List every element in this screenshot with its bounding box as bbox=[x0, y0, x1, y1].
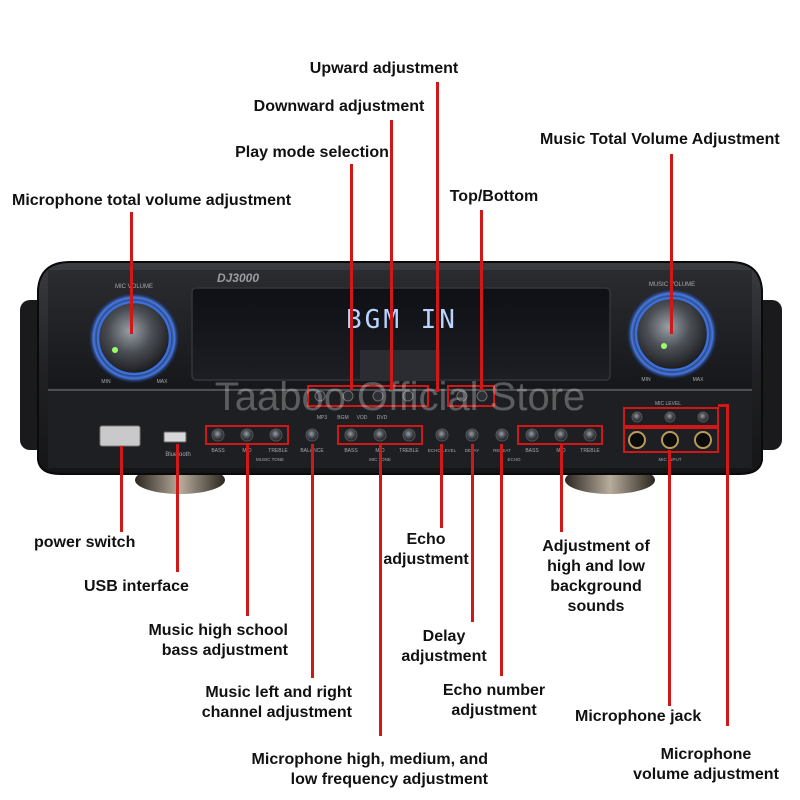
mic-bass-panel-label: BASS bbox=[344, 448, 358, 454]
callout-mic-total-volume: Microphone total volume adjustment bbox=[12, 192, 292, 209]
model-label: DJ3000 bbox=[217, 271, 259, 285]
mic-jack-1[interactable] bbox=[628, 431, 646, 449]
music-mid-knob[interactable] bbox=[240, 428, 254, 442]
callout-line-mic-volume bbox=[726, 404, 729, 726]
callout-line-top-bottom bbox=[480, 210, 483, 390]
mode-button-highlight bbox=[307, 385, 429, 407]
music-bass-panel-label: BASS bbox=[211, 448, 225, 454]
callout-top-bottom: Top/Bottom bbox=[449, 188, 539, 205]
mic-level-panel-label: MIC LEVEL bbox=[655, 401, 681, 407]
mic-jack-3[interactable] bbox=[694, 431, 712, 449]
mic-treble-knob[interactable] bbox=[402, 428, 416, 442]
echo-bass-panel-label: BASS bbox=[525, 448, 539, 454]
mic-level-knob-3[interactable] bbox=[697, 411, 709, 423]
echo-mid-knob[interactable] bbox=[554, 428, 568, 442]
mic-volume-max: MAX bbox=[157, 379, 169, 385]
callout-line-usb bbox=[176, 444, 179, 572]
echo-level-knob[interactable] bbox=[435, 428, 449, 442]
callout-background: Adjustment of high and low background so… bbox=[542, 538, 650, 615]
callout-music-total-volume: Music Total Volume Adjustment bbox=[540, 131, 780, 148]
delay-knob[interactable] bbox=[465, 428, 479, 442]
vod-button[interactable] bbox=[402, 390, 414, 402]
music-treble-knob[interactable] bbox=[269, 428, 283, 442]
mic-volume-min: MIN bbox=[101, 379, 111, 385]
top-bottom-button-2[interactable] bbox=[476, 390, 488, 402]
callout-mic-freq: Microphone high, medium, and low frequen… bbox=[251, 751, 488, 788]
power-switch[interactable] bbox=[99, 425, 141, 447]
usb-port[interactable] bbox=[163, 431, 187, 443]
callout-power-switch: power switch bbox=[34, 534, 136, 551]
callout-line-balance bbox=[311, 444, 314, 678]
music-volume-max: MAX bbox=[693, 377, 705, 383]
mic-level-highlight bbox=[623, 407, 719, 427]
music-volume-min: MIN bbox=[641, 377, 651, 383]
mode-label-bgm: BGM bbox=[337, 415, 348, 421]
mic-volume-panel-label: MIC VOLUME bbox=[115, 284, 153, 290]
vfd-display: BGM IN bbox=[346, 305, 458, 335]
mode-button-row: MP3 BGM VOD DVD bbox=[307, 385, 495, 421]
callout-play-mode: Play mode selection bbox=[235, 144, 389, 161]
mic-jack-2[interactable] bbox=[661, 431, 679, 449]
callout-line-music-total bbox=[670, 154, 673, 334]
callout-line-background bbox=[560, 444, 563, 532]
mic-volume-knob[interactable] bbox=[88, 292, 180, 384]
callout-line-mic-total bbox=[130, 212, 133, 334]
callout-upward: Upward adjustment bbox=[309, 60, 459, 77]
mode-label-dvd: DVD bbox=[377, 415, 388, 421]
callout-line-power bbox=[120, 446, 123, 532]
callout-line-play-mode bbox=[350, 164, 353, 390]
music-treble-panel-label: TREBLE bbox=[268, 448, 288, 454]
repeat-knob[interactable] bbox=[495, 428, 509, 442]
play-mode-button[interactable] bbox=[314, 390, 326, 402]
top-bottom-button-highlight bbox=[447, 385, 495, 407]
callout-echo: Echo adjustment bbox=[383, 531, 469, 568]
music-tone-panel-label: MUSIC TONE bbox=[256, 457, 284, 462]
music-volume-knob[interactable] bbox=[626, 288, 718, 380]
echo-treble-panel-label: TREBLE bbox=[580, 448, 600, 454]
callout-downward: Downward adjustment bbox=[253, 98, 425, 115]
callout-line-downward bbox=[390, 120, 393, 390]
mode-label-mp3: MP3 bbox=[317, 415, 328, 421]
callout-line-upward bbox=[436, 82, 439, 392]
downward-button[interactable] bbox=[342, 390, 354, 402]
echo-panel-label: ECHO bbox=[507, 457, 521, 462]
callout-line-mic-jack bbox=[668, 450, 671, 706]
mic-treble-panel-label: TREBLE bbox=[399, 448, 419, 454]
callout-usb: USB interface bbox=[84, 578, 189, 595]
music-bass-knob[interactable] bbox=[211, 428, 225, 442]
callout-music-lr: Music left and right channel adjustment bbox=[201, 684, 352, 721]
callout-line-music-bass bbox=[246, 444, 249, 616]
mic-bass-knob[interactable] bbox=[344, 428, 358, 442]
callout-line-mic-volume-h bbox=[718, 404, 728, 407]
echo-bass-knob[interactable] bbox=[525, 428, 539, 442]
balance-knob[interactable] bbox=[305, 428, 319, 442]
top-bottom-button[interactable] bbox=[456, 390, 468, 402]
callout-mic-jack: Microphone jack bbox=[575, 708, 702, 725]
callout-line-mic-freq bbox=[379, 444, 382, 736]
store-watermark: Taaboo Official Store bbox=[215, 375, 586, 419]
mic-input-highlight bbox=[623, 427, 719, 453]
callout-delay: Delay adjustment bbox=[401, 628, 487, 665]
mode-label-vod: VOD bbox=[357, 415, 368, 421]
mic-level-knob-2[interactable] bbox=[664, 411, 676, 423]
lower-panel bbox=[48, 392, 752, 468]
callout-line-echo bbox=[440, 444, 443, 528]
callout-mic-volume: Microphone volume adjustment bbox=[633, 746, 779, 783]
mic-level-knob-1[interactable] bbox=[631, 411, 643, 423]
callout-line-repeat bbox=[500, 444, 503, 676]
callout-music-bass: Music high school bass adjustment bbox=[148, 622, 288, 659]
callout-line-delay bbox=[471, 444, 474, 622]
upward-button[interactable] bbox=[372, 390, 384, 402]
echo-treble-knob[interactable] bbox=[583, 428, 597, 442]
mic-mid-knob[interactable] bbox=[373, 428, 387, 442]
callout-echo-number: Echo number adjustment bbox=[442, 682, 546, 719]
